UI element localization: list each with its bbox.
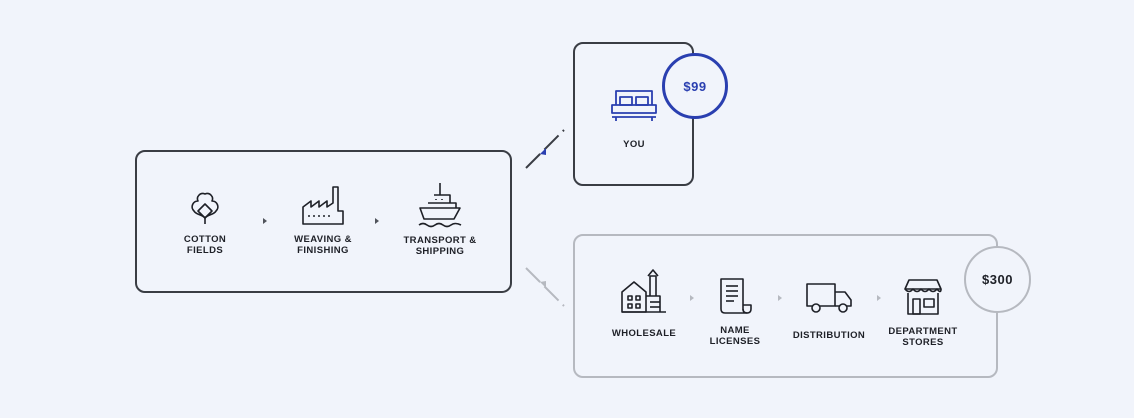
step-arrow bbox=[375, 218, 379, 224]
direct-price-badge: $99 bbox=[662, 53, 728, 119]
step-department-stores: DEPARTMENT STORES bbox=[873, 277, 973, 348]
step-label: WEAVING & FINISHING bbox=[294, 234, 352, 256]
cotton-icon bbox=[191, 192, 219, 224]
bed-icon bbox=[611, 90, 657, 121]
step-wholesale: WHOLESALE bbox=[594, 268, 694, 339]
step-label: COTTON FIELDS bbox=[183, 234, 227, 256]
warehouse-icon bbox=[621, 269, 666, 313]
factory-icon bbox=[302, 186, 344, 225]
step-arrow bbox=[778, 295, 782, 301]
direct-connector-arrow bbox=[540, 148, 546, 155]
production-box bbox=[135, 150, 512, 293]
step-you: YOU bbox=[584, 87, 684, 150]
store-icon bbox=[904, 279, 942, 315]
step-label: YOU bbox=[623, 139, 645, 150]
step-arrow bbox=[877, 295, 881, 301]
step-label: TRANSPORT & SHIPPING bbox=[403, 235, 477, 257]
step-weaving-finishing: WEAVING & FINISHING bbox=[273, 183, 373, 256]
step-arrow bbox=[690, 295, 694, 301]
ship-icon bbox=[418, 183, 462, 228]
step-distribution: DISTRIBUTION bbox=[779, 280, 879, 341]
truck-icon bbox=[806, 283, 852, 313]
step-label: DEPARTMENT STORES bbox=[888, 326, 958, 348]
step-name-licenses: NAME LICENSES bbox=[685, 275, 785, 347]
retail-connector-arrow bbox=[540, 281, 546, 288]
step-label: DISTRIBUTION bbox=[792, 330, 866, 341]
retail-price-badge: $300 bbox=[964, 246, 1031, 313]
step-label: NAME LICENSES bbox=[709, 325, 761, 347]
step-transport-shipping: TRANSPORT & SHIPPING bbox=[390, 181, 490, 257]
step-arrow bbox=[263, 218, 267, 224]
retail-box bbox=[573, 234, 998, 378]
step-label: WHOLESALE bbox=[611, 328, 677, 339]
step-cotton-fields: COTTON FIELDS bbox=[155, 188, 255, 256]
document-icon bbox=[720, 278, 752, 314]
